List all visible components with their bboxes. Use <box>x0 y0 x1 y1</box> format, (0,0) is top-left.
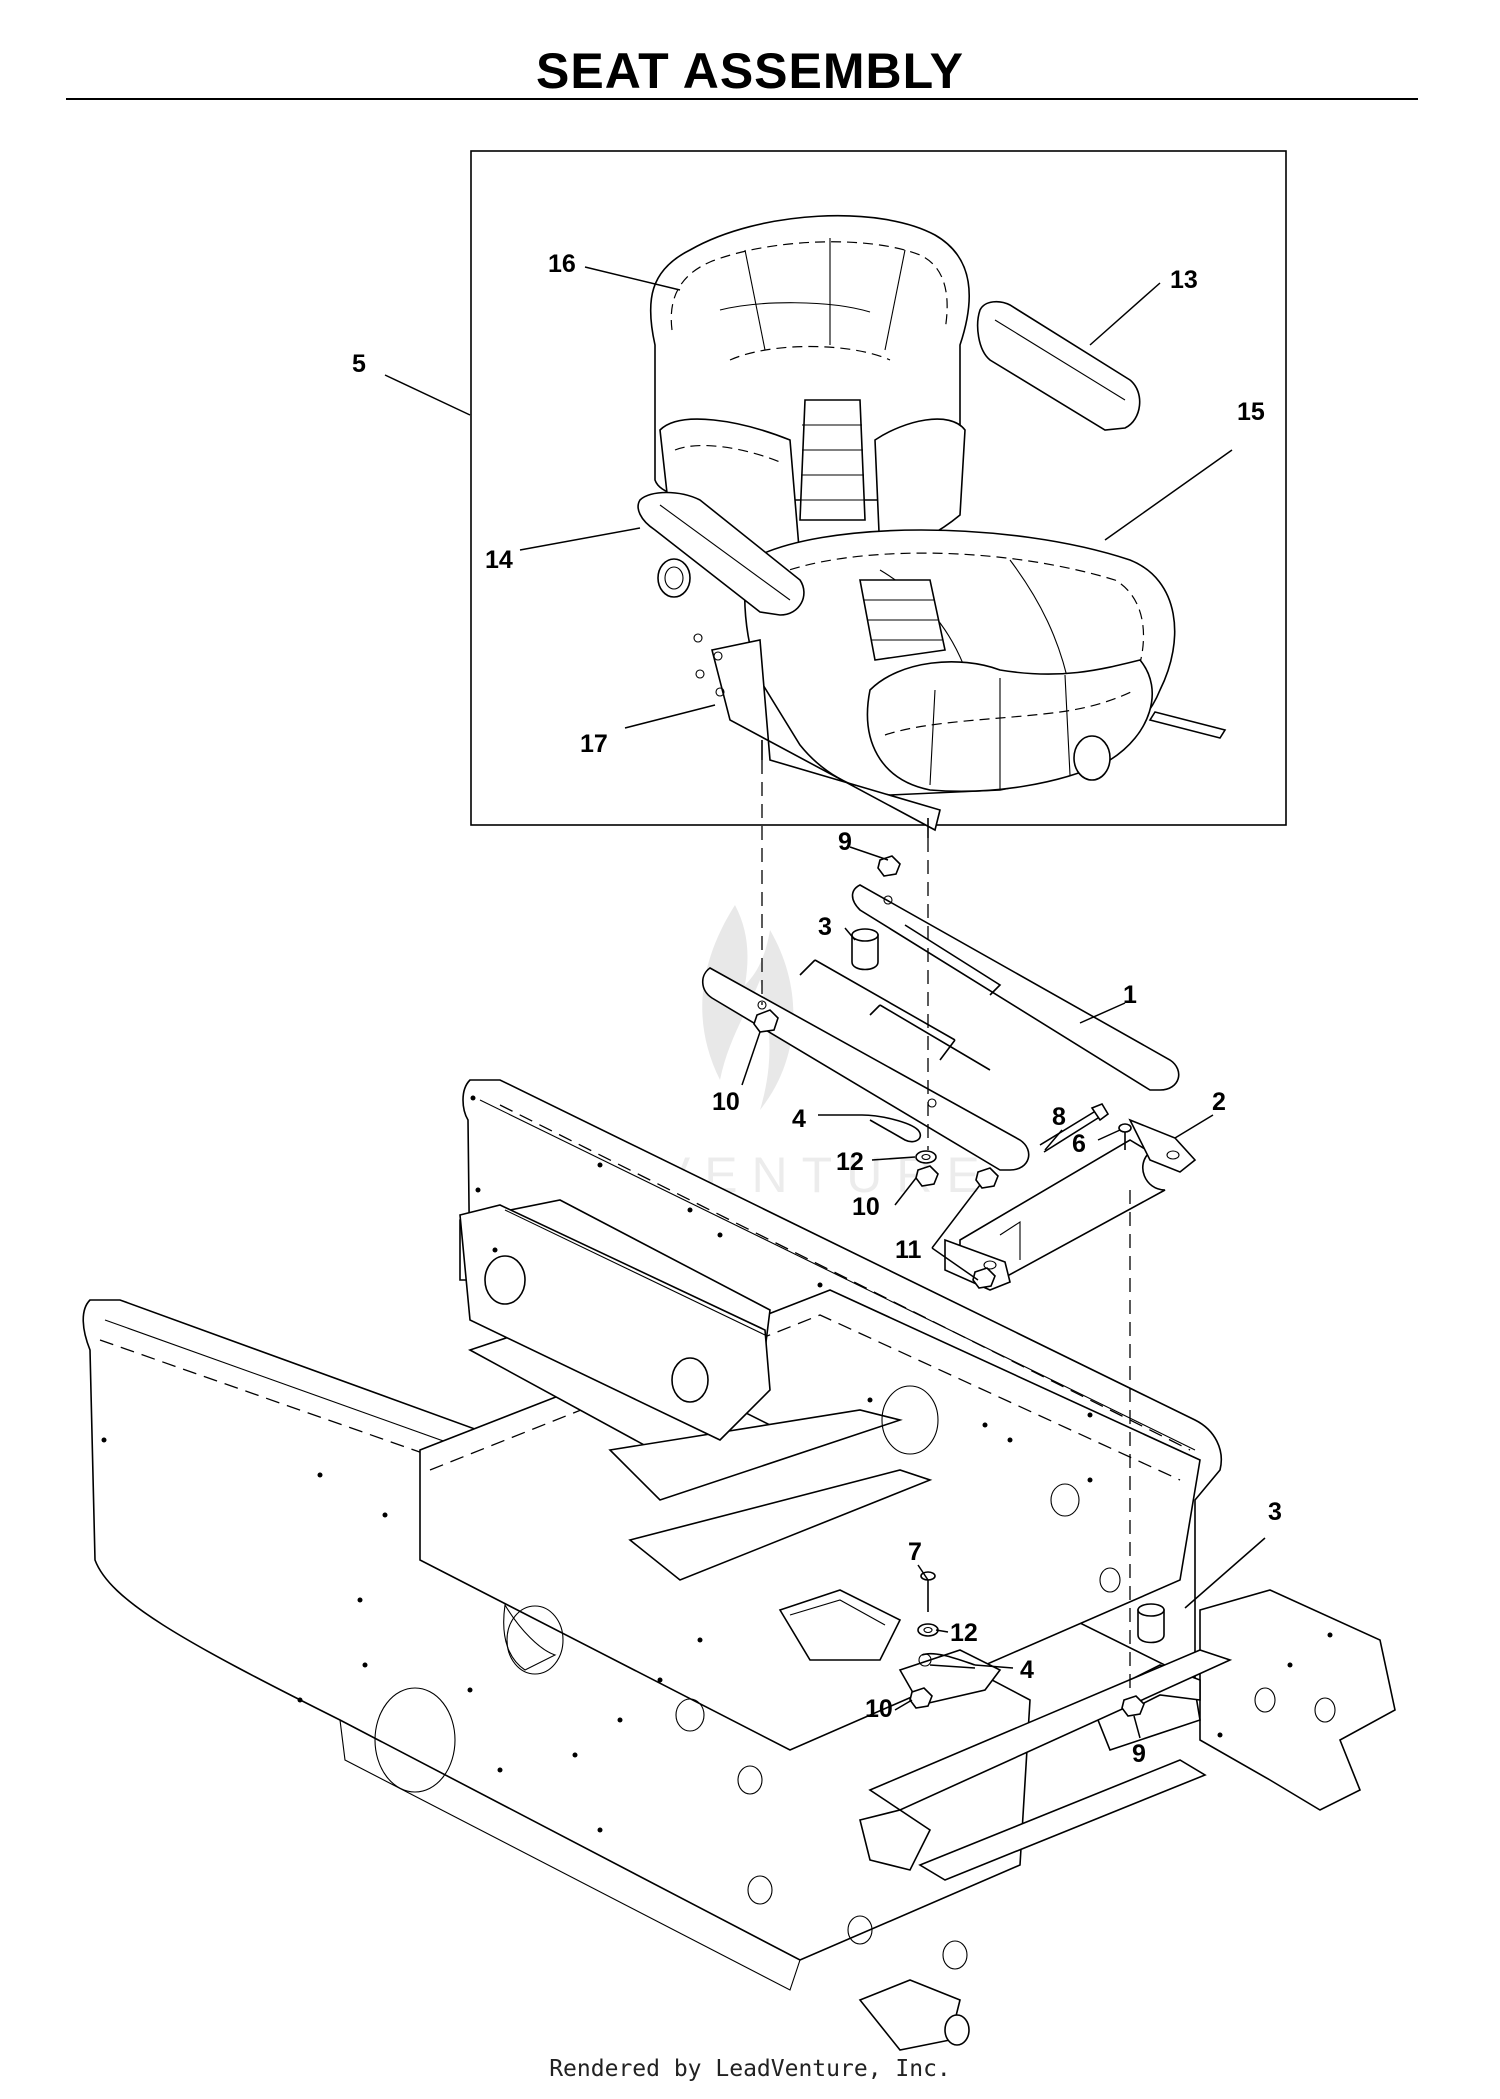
callout-4-upper: 4 <box>792 1105 806 1133</box>
leader-lines <box>384 266 1266 1739</box>
watermark-logo <box>702 905 794 1110</box>
footer-credit: Rendered by LeadVenture, Inc. <box>549 2056 951 2082</box>
callout-17: 17 <box>580 730 608 758</box>
callout-12-upper: 12 <box>836 1148 864 1176</box>
callout-12-lower: 12 <box>950 1619 978 1647</box>
callout-11: 11 <box>895 1236 922 1264</box>
seat-hinge-bracket <box>944 1118 1197 1291</box>
callout-14: 14 <box>485 546 513 574</box>
seat-mount-rails <box>701 855 1180 1187</box>
callout-10-middle: 10 <box>852 1193 880 1221</box>
callout-1: 1 <box>1123 981 1137 1009</box>
callout-3-upper: 3 <box>818 913 832 941</box>
callout-6: 6 <box>1072 1130 1086 1158</box>
assembly-guide-lines <box>761 760 1131 1690</box>
mower-frame <box>82 1079 1396 2051</box>
title-underline <box>66 98 1418 100</box>
seat-illustration <box>637 214 1227 838</box>
callout-7: 7 <box>908 1538 922 1566</box>
callout-5: 5 <box>352 350 366 378</box>
callout-10-lower: 10 <box>865 1695 893 1723</box>
callout-9-lower: 9 <box>1132 1740 1146 1768</box>
callout-10-upper: 10 <box>712 1088 740 1116</box>
callout-2: 2 <box>1212 1088 1226 1116</box>
callout-8: 8 <box>1052 1103 1066 1131</box>
callout-16: 16 <box>548 250 576 278</box>
callout-3-lower: 3 <box>1268 1498 1282 1526</box>
callout-9-upper: 9 <box>838 828 852 856</box>
callout-13: 13 <box>1170 266 1198 294</box>
page-title: SEAT ASSEMBLY <box>536 43 964 99</box>
callout-labels: 16 13 5 15 14 17 9 3 1 10 8 2 4 6 12 10 … <box>352 250 1282 1768</box>
seat-inset-frame <box>470 150 1287 826</box>
callout-15: 15 <box>1237 398 1265 426</box>
callout-4-lower: 4 <box>1020 1656 1034 1684</box>
